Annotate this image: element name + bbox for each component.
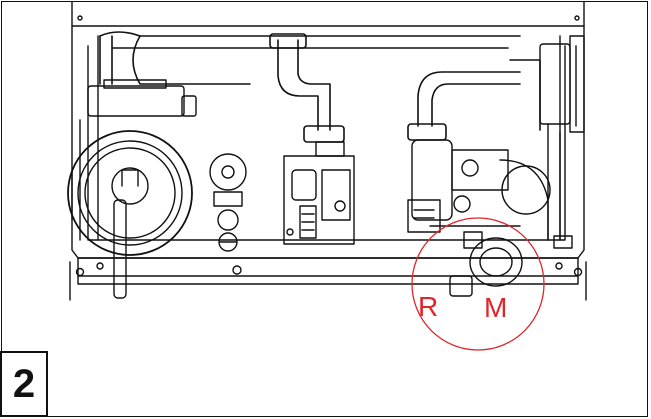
gas-valve: [283, 141, 355, 245]
step-number-box: 2: [0, 351, 48, 417]
pipe-coupling: [269, 33, 307, 49]
pump-face: [84, 147, 176, 239]
highlight-circle: [411, 217, 545, 351]
right-column-assembly: [539, 35, 585, 249]
expansion-vessel-edge: [569, 35, 585, 133]
circulation-pump: [67, 79, 197, 299]
gas-inlet-nut: [303, 125, 345, 143]
pump-housing: [67, 130, 193, 256]
top-right-screw: [574, 15, 580, 21]
chassis-screw: [96, 262, 104, 270]
pressure-gauge-assembly: [209, 153, 247, 252]
gauge-body: [213, 191, 243, 207]
motor-cap: [479, 247, 513, 277]
pump-vent-cap: [111, 167, 149, 205]
pipe-coupling: [407, 123, 447, 141]
drain-cock: [218, 232, 238, 252]
top-loop-pipe: [132, 35, 251, 85]
chassis-screw-right: [573, 267, 583, 277]
gas-valve-connector: [299, 205, 317, 239]
right-foot-bracket: [553, 235, 573, 249]
gas-valve-screw: [334, 200, 346, 212]
pump-control-box: [87, 85, 185, 117]
chassis-grommet: [232, 265, 242, 275]
callout-m-label: M: [484, 292, 508, 323]
chassis-screw: [555, 262, 563, 270]
pressure-gauge: [209, 153, 247, 191]
diverter-valve-assembly: [407, 139, 551, 241]
top-left-screw: [77, 15, 83, 21]
gas-valve-inlet: [315, 141, 345, 157]
diverter-valve-body: [451, 149, 509, 191]
top-casing-edge: [71, 1, 585, 27]
motor-coupling: [463, 231, 483, 249]
left-vertical-pipe: [99, 35, 113, 85]
pump-lever: [113, 199, 127, 299]
pump-connector: [181, 95, 197, 117]
callout-r-label: R: [418, 291, 439, 322]
pressure-gauge-dial: [221, 165, 235, 179]
drain-motor-assembly: [429, 225, 523, 297]
heat-exchanger-port: [501, 165, 551, 215]
pump-box-lid: [103, 79, 167, 89]
test-point: [286, 228, 294, 236]
motor-m: [469, 237, 523, 287]
flow-switch: [407, 199, 441, 233]
top-horizontal-pipe: [99, 31, 521, 37]
step-number: 2: [12, 362, 36, 406]
flow-sensor: [453, 195, 471, 213]
drain-valve-r: [449, 275, 473, 297]
gas-valve-coil: [291, 169, 317, 201]
chassis-screw-left: [75, 267, 85, 277]
gas-valve-modulator: [321, 169, 351, 221]
diverter-valve-port: [461, 159, 479, 177]
safety-valve: [217, 209, 239, 231]
hydraulic-block: [411, 139, 453, 221]
pump-ring: [77, 140, 183, 246]
